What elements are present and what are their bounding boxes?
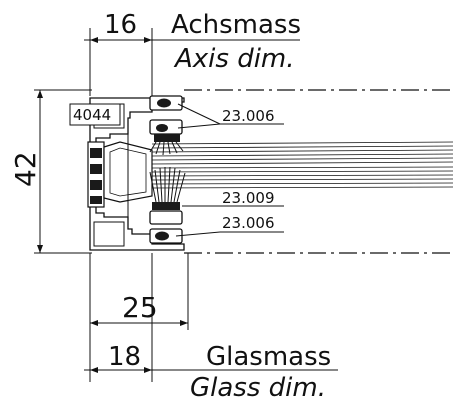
glass-dimension-caption: Glasmass Glass dim. — [168, 342, 338, 403]
dim-16-label: 16 — [104, 10, 137, 40]
dimension-18: 18 — [84, 253, 168, 382]
glass-dim-german: Glasmass — [206, 342, 331, 372]
profile-code-box: 4044 — [69, 103, 121, 126]
dim-42-label: 42 — [9, 151, 42, 187]
glass-dim-english: Glass dim. — [190, 373, 326, 403]
part-label-23006-bottom: 23.006 — [222, 214, 275, 232]
glass-pane — [151, 141, 453, 189]
profile-code-label: 4044 — [73, 106, 111, 124]
part-label-23009: 23.009 — [222, 189, 275, 207]
axis-dimension-caption: Achsmass Axis dim. — [170, 10, 301, 74]
part-label-23006-top: 23.006 — [222, 107, 275, 125]
leader-23009-brush: 23.009 — [182, 189, 284, 207]
seal-gasket-bottom — [149, 210, 183, 244]
seal-gasket-top — [149, 95, 183, 135]
dimension-16-top: 16 — [84, 10, 170, 100]
leader-23006-bottom: 23.006 — [175, 214, 284, 237]
dimension-42-left: 42 — [9, 89, 92, 254]
axis-dim-german: Achsmass — [171, 10, 301, 40]
dim-18-label: 18 — [108, 342, 141, 372]
leader-23006-top: 23.006 — [177, 103, 284, 129]
brush-seal-bottom — [149, 166, 186, 210]
axis-dim-english: Axis dim. — [173, 44, 295, 74]
